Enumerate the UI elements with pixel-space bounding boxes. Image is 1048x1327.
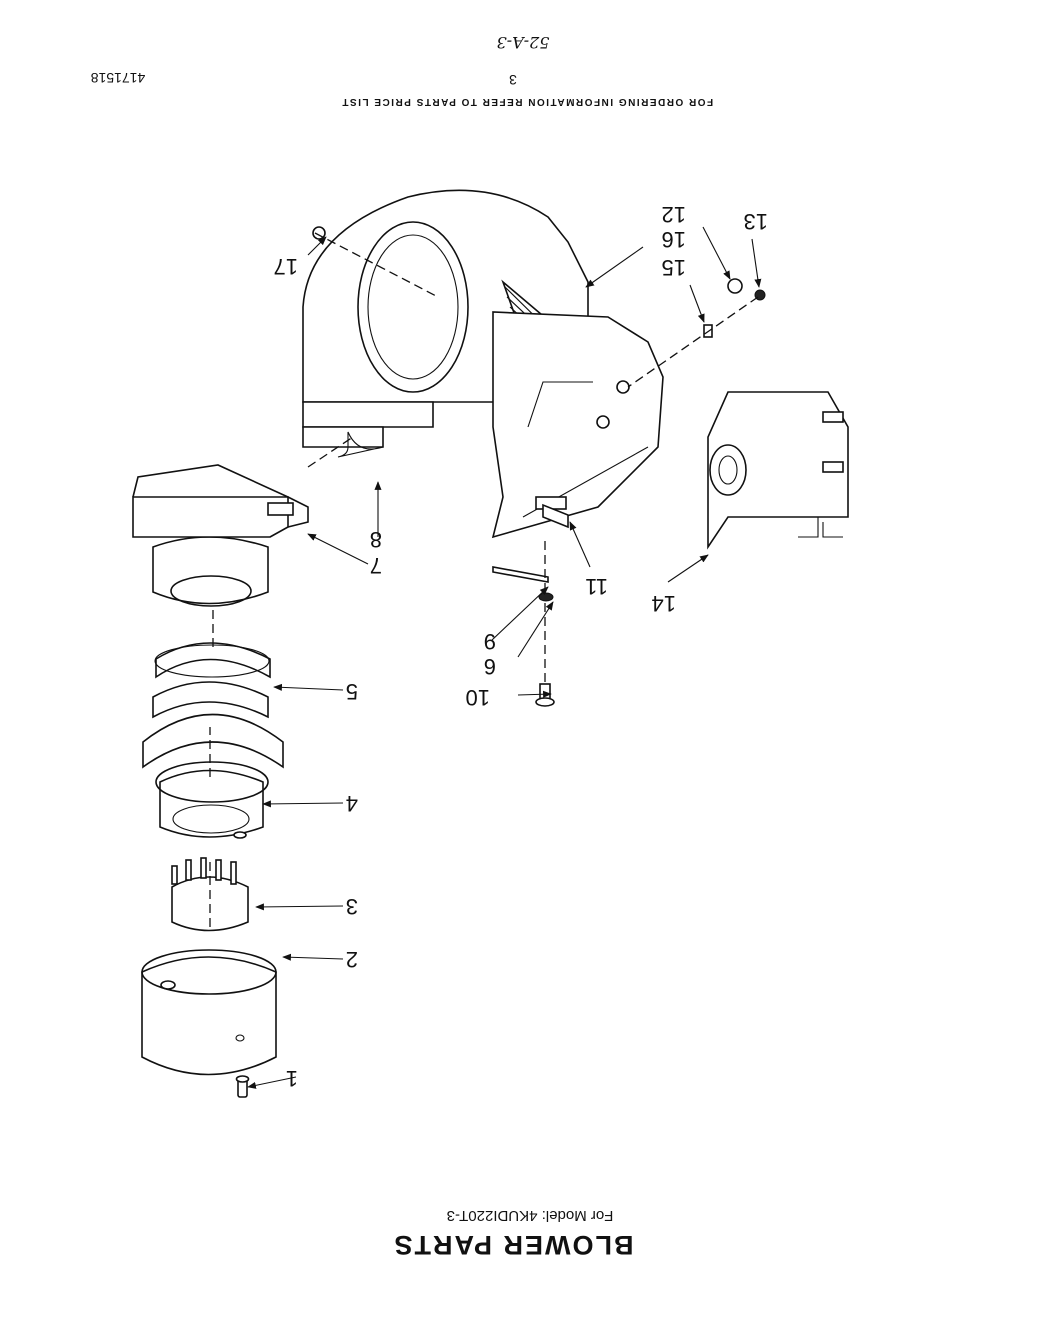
part-7-adapter	[132, 464, 309, 607]
model-line: For Model: 4KUDI220T-3	[447, 1207, 614, 1224]
part-9-strip	[492, 566, 549, 583]
callout-13: 13	[744, 209, 768, 234]
callout-1: 1	[286, 1066, 298, 1091]
part-1-screw	[235, 1075, 250, 1098]
callout-9: 9	[484, 629, 496, 654]
handwritten-code: 52-A-3	[497, 33, 550, 52]
callout-7: 7	[370, 553, 382, 578]
mounting-plate	[491, 311, 664, 539]
callout-8: 8	[370, 527, 382, 552]
part-4-flange	[142, 713, 284, 839]
callout-15: 15	[662, 255, 686, 280]
callout-17: 17	[274, 254, 298, 279]
part-11-bracket	[542, 503, 569, 529]
callout-3: 3	[346, 894, 358, 919]
callout-leaders	[247, 226, 762, 1089]
callout-16: 16	[662, 227, 686, 252]
page-title: BLOWER PARTS	[393, 1230, 634, 1260]
ordering-info: FOR ORDERING INFORMATION REFER TO PARTS …	[341, 96, 713, 107]
part-2-motor-housing	[141, 949, 277, 1076]
part-14-control-box	[707, 391, 849, 550]
callout-2: 2	[346, 947, 358, 972]
part-10-nut	[535, 683, 555, 707]
part-17-screw	[312, 226, 326, 240]
assembly-centerlines	[209, 232, 759, 927]
part-number: 4171518	[91, 70, 146, 86]
callout-6: 6	[484, 654, 496, 679]
part-12-nut	[727, 278, 743, 294]
callout-5: 5	[346, 679, 358, 704]
callout-labels: 1 2 3 4 5 7 8 9 6 10 11 14 17 16 15 12 1…	[274, 202, 768, 1091]
callout-12: 12	[662, 202, 686, 227]
callout-4: 4	[346, 791, 358, 816]
part-5-rings	[152, 642, 271, 719]
callout-14: 14	[652, 591, 676, 616]
part-3-motor	[171, 857, 249, 932]
callout-10: 10	[466, 685, 490, 710]
page-number: 3	[509, 72, 517, 88]
callout-11: 11	[585, 574, 608, 599]
